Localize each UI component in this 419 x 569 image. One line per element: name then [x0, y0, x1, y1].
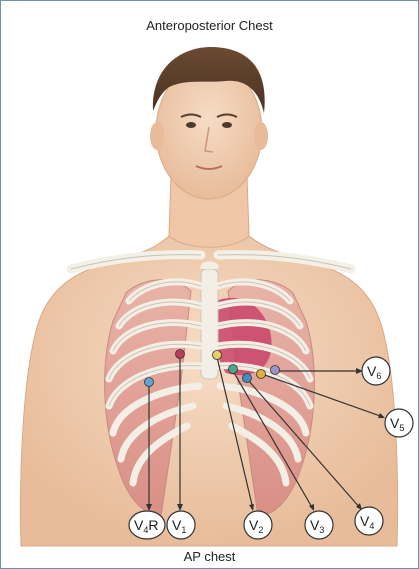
lead-label-v4: V4 — [355, 507, 383, 535]
head — [150, 47, 268, 199]
bottom-caption: AP chest — [1, 549, 418, 564]
lead-label-v2: V2 — [244, 511, 272, 539]
electrode-v4r — [145, 378, 154, 387]
electrode-v3 — [229, 365, 238, 374]
electrode-v2 — [213, 351, 222, 360]
lead-label-v6: V6 — [362, 357, 390, 385]
electrode-v1 — [176, 350, 185, 359]
lead-label-v1: V1 — [167, 511, 195, 539]
electrode-v4 — [243, 374, 252, 383]
electrode-v6 — [271, 366, 280, 375]
lead-label-v3: V3 — [305, 511, 333, 539]
electrode-v5 — [257, 370, 266, 379]
lead-label-v4r: V4R — [129, 511, 165, 539]
lead-label-v5: V5 — [385, 409, 413, 437]
